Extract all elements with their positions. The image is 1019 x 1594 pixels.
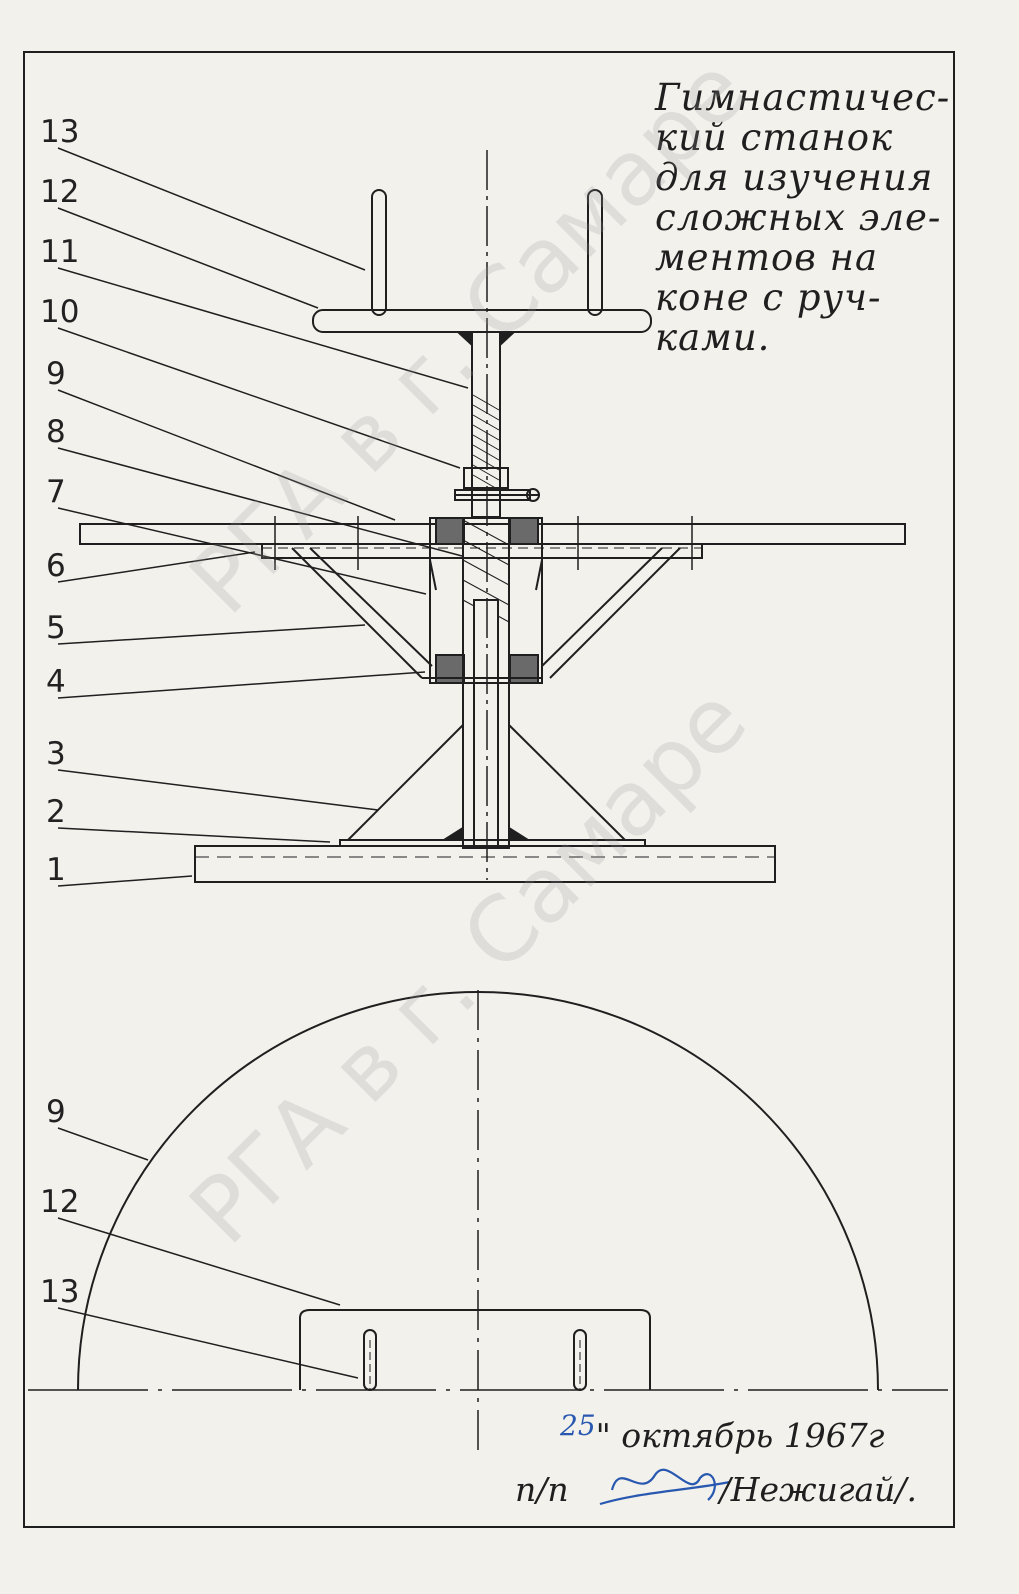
title-line-2: кий станок xyxy=(655,116,894,159)
signature-prefix: п/п xyxy=(515,1470,569,1509)
title-line-1: Гимнастичес- xyxy=(655,76,951,119)
brace-right-outer xyxy=(549,547,681,679)
callout-5: 5 xyxy=(46,610,66,646)
drawing-frame xyxy=(23,51,955,1528)
drawing-title: Гимнастичес- кий станок для изучения сло… xyxy=(655,78,955,358)
title-line-5: ментов на xyxy=(655,236,879,279)
title-line-7: ками. xyxy=(655,316,771,359)
callout-1: 1 xyxy=(46,852,66,888)
callout-12: 12 xyxy=(40,174,80,210)
callout-2: 2 xyxy=(46,794,66,830)
date-rest: " октябрь 1967г xyxy=(595,1416,885,1455)
cone-left xyxy=(347,724,464,841)
mount-plate xyxy=(261,543,703,559)
horse-beam xyxy=(79,523,906,545)
locking-screw xyxy=(454,489,531,501)
date-day: 25 xyxy=(560,1409,596,1442)
callout-10: 10 xyxy=(40,294,80,330)
callout-bottom-9: 9 xyxy=(46,1094,66,1130)
callout-7: 7 xyxy=(46,474,66,510)
base-plate xyxy=(194,845,776,883)
cone-right xyxy=(508,724,626,841)
date-stamp: 25" октябрь 1967г xyxy=(560,1409,885,1455)
locking-collar xyxy=(463,467,509,489)
callout-8: 8 xyxy=(46,414,66,450)
beam-bottom-view xyxy=(299,1309,651,1390)
callout-4: 4 xyxy=(46,664,66,700)
callout-bottom-13: 13 xyxy=(40,1274,80,1310)
callout-9: 9 xyxy=(46,356,66,392)
title-line-3: для изучения xyxy=(655,156,934,199)
title-line-6: коне с руч- xyxy=(655,276,882,319)
shaft-bore xyxy=(473,599,499,849)
signature-scribble xyxy=(599,1468,731,1506)
handle-left xyxy=(371,189,387,316)
brace-left-outer xyxy=(291,547,423,679)
handle-right xyxy=(587,189,603,316)
callout-6: 6 xyxy=(46,548,66,584)
callout-3: 3 xyxy=(46,736,66,772)
title-line-4: сложных эле- xyxy=(655,196,942,239)
signature-name: /Нежигай/. xyxy=(719,1470,918,1509)
callout-13: 13 xyxy=(40,114,80,150)
callout-bottom-12: 12 xyxy=(40,1184,80,1220)
callout-11: 11 xyxy=(40,234,80,270)
signature-line: п/п /Нежигай/. xyxy=(515,1470,917,1509)
